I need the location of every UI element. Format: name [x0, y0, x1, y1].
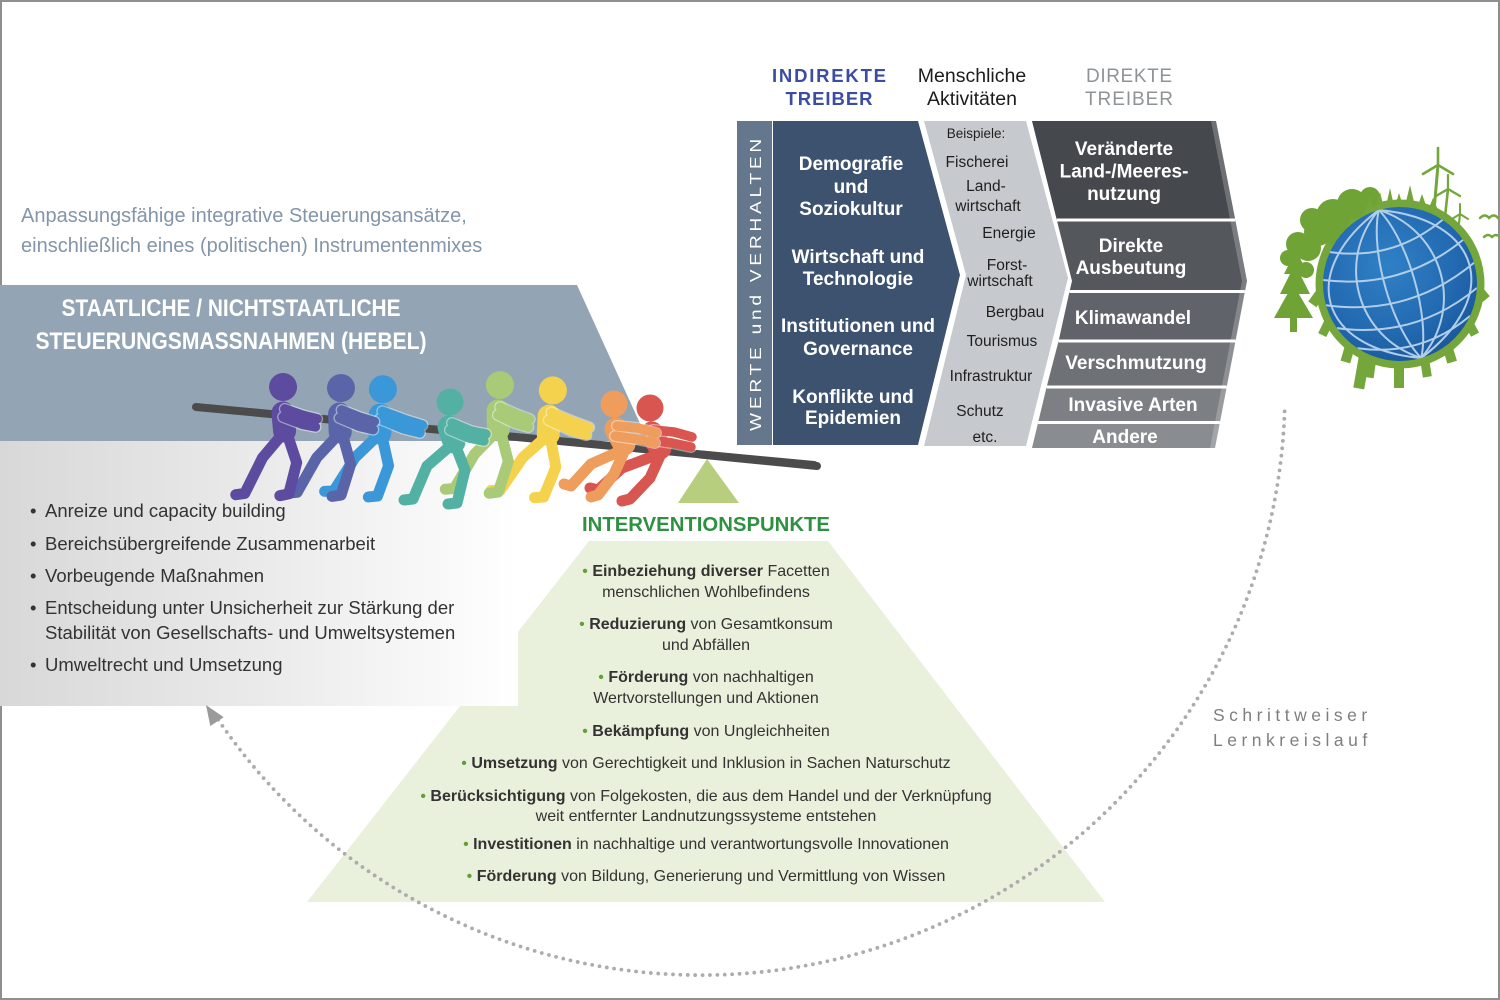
svg-text:nutzung: nutzung	[1087, 184, 1161, 205]
svg-text:DIREKTE: DIREKTE	[1086, 66, 1172, 87]
svg-text:Bergbau: Bergbau	[986, 304, 1045, 321]
svg-text:und: und	[834, 177, 869, 198]
svg-text:einschließlich eines (politisc: einschließlich eines (politischen) Instr…	[21, 235, 482, 257]
svg-text:Anreize und capacity building: Anreize und capacity building	[45, 500, 286, 521]
svg-text:Veränderte: Veränderte	[1075, 139, 1173, 160]
svg-text:weit entfernter Landnutzungssy: weit entfernter Landnutzungssysteme ents…	[535, 808, 877, 825]
svg-text:•: •	[30, 533, 36, 554]
svg-text:• Einbeziehung diverser Facett: • Einbeziehung diverser Facetten	[582, 563, 829, 580]
svg-text:Andere: Andere	[1092, 427, 1157, 448]
svg-text:Forst-: Forst-	[987, 257, 1027, 274]
svg-text:• Reduzierung von Gesamtkonsum: • Reduzierung von Gesamtkonsum	[579, 616, 833, 633]
svg-text:Beispiele:: Beispiele:	[947, 126, 1006, 141]
svg-text:Tourismus: Tourismus	[967, 333, 1038, 350]
svg-text:Umweltrecht und Umsetzung: Umweltrecht und Umsetzung	[45, 654, 283, 675]
svg-text:Fischerei: Fischerei	[946, 154, 1009, 171]
svg-text:wirtschaft: wirtschaft	[954, 198, 1021, 215]
svg-text:TREIBER: TREIBER	[786, 88, 873, 109]
svg-text:Anpassungsfähige integrative S: Anpassungsfähige integrative Steuerungsa…	[21, 205, 467, 227]
svg-text:Infrastruktur: Infrastruktur	[950, 368, 1033, 385]
svg-text:Institutionen und: Institutionen und	[781, 316, 935, 337]
svg-text:und Abfällen: und Abfällen	[662, 637, 750, 654]
svg-text:Wertvorstellungen und Aktionen: Wertvorstellungen und Aktionen	[593, 690, 819, 707]
svg-text:Governance: Governance	[803, 339, 913, 360]
svg-text:INDIREKTE: INDIREKTE	[772, 65, 886, 86]
svg-text:•: •	[30, 500, 36, 521]
svg-text:• Investitionen in nachhaltige: • Investitionen in nachhaltige und veran…	[463, 836, 949, 853]
svg-text:WERTE und VERHALTEN: WERTE und VERHALTEN	[748, 135, 765, 431]
svg-text:STAATLICHE / NICHTSTAATLICHE: STAATLICHE / NICHTSTAATLICHE	[62, 295, 401, 322]
svg-text:Direkte: Direkte	[1099, 236, 1163, 257]
svg-text:TREIBER: TREIBER	[1085, 89, 1173, 110]
svg-text:Land-/Meeres-: Land-/Meeres-	[1060, 162, 1189, 183]
svg-text:Energie: Energie	[982, 225, 1035, 242]
svg-text:Verschmutzung: Verschmutzung	[1065, 353, 1206, 374]
svg-text:• Berücksichtigung von Folgeko: • Berücksichtigung von Folgekosten, die …	[420, 788, 991, 805]
svg-text:Menschliche: Menschliche	[918, 65, 1026, 87]
svg-text:Klimawandel: Klimawandel	[1075, 308, 1191, 329]
svg-text:wirtschaft: wirtschaft	[966, 273, 1033, 290]
svg-text:• Förderung von Bildung, Gener: • Förderung von Bildung, Generierung und…	[467, 868, 946, 885]
svg-text:Schutz: Schutz	[956, 403, 1003, 420]
svg-text:Lernkreislauf: Lernkreislauf	[1213, 730, 1372, 750]
svg-text:•: •	[30, 597, 36, 618]
svg-text:Entscheidung unter Unsicherhei: Entscheidung unter Unsicherheit zur Stär…	[45, 597, 454, 618]
svg-text:Demografie: Demografie	[799, 154, 904, 175]
svg-text:Epidemien: Epidemien	[805, 408, 901, 429]
svg-text:Technologie: Technologie	[803, 269, 913, 290]
svg-text:Aktivitäten: Aktivitäten	[927, 88, 1017, 110]
svg-text:Land-: Land-	[966, 178, 1006, 195]
svg-text:Stabilität von Gesellschafts-: Stabilität von Gesellschafts- und Umwelt…	[45, 622, 455, 643]
svg-text:STEUERUNGSMASSNAHMEN (HEBEL): STEUERUNGSMASSNAHMEN (HEBEL)	[36, 328, 427, 355]
svg-text:•: •	[30, 565, 36, 586]
svg-text:Schrittweiser: Schrittweiser	[1213, 705, 1372, 725]
svg-text:Wirtschaft und: Wirtschaft und	[792, 247, 925, 268]
svg-text:•: •	[30, 654, 36, 675]
svg-text:Soziokultur: Soziokultur	[799, 199, 903, 220]
svg-text:Ausbeutung: Ausbeutung	[1076, 258, 1187, 279]
svg-text:• Bekämpfung von Ungleichheite: • Bekämpfung von Ungleichheiten	[582, 723, 829, 740]
svg-text:• Umsetzung von Gerechtigkeit: • Umsetzung von Gerechtigkeit und Inklus…	[461, 755, 950, 772]
svg-text:Konflikte und: Konflikte und	[792, 387, 913, 408]
svg-text:Invasive Arten: Invasive Arten	[1068, 395, 1197, 416]
svg-text:Bereichsübergreifende Zusammen: Bereichsübergreifende Zusammenarbeit	[45, 533, 375, 554]
svg-text:menschlichen Wohlbefindens: menschlichen Wohlbefindens	[602, 584, 810, 601]
svg-text:Vorbeugende Maßnahmen: Vorbeugende Maßnahmen	[45, 565, 264, 586]
svg-text:etc.: etc.	[973, 429, 998, 446]
svg-text:• Förderung von nachhaltigen: • Förderung von nachhaltigen	[598, 669, 813, 686]
svg-text:INTERVENTIONSPUNKTE: INTERVENTIONSPUNKTE	[582, 513, 830, 536]
